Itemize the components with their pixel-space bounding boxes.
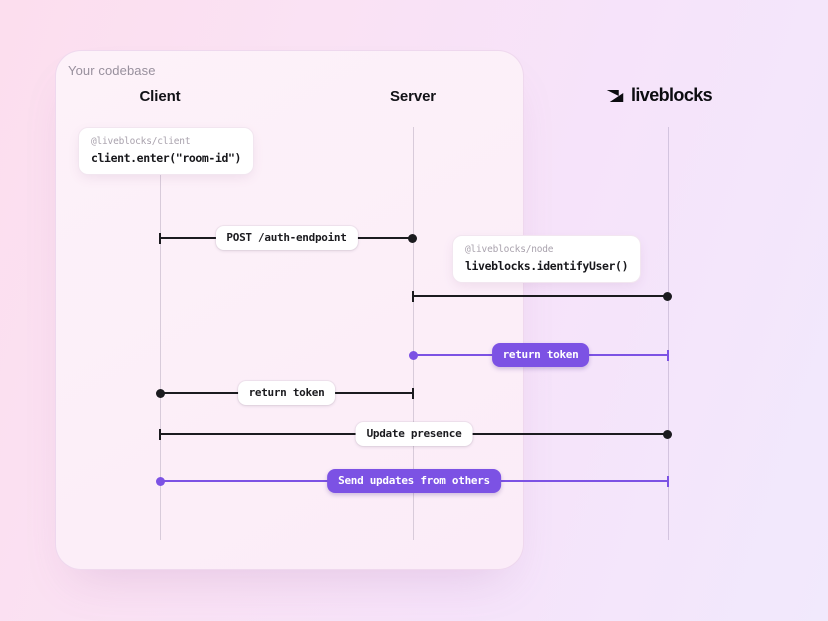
arrow-label-pill: Update presence [355, 422, 473, 446]
lifeline-client [160, 127, 161, 540]
lifeline-server [413, 127, 414, 540]
code-card-node: @liveblocks/node liveblocks.identifyUser… [452, 235, 642, 283]
liveblocks-logo-icon [606, 89, 624, 102]
liveblocks-logo: liveblocks [606, 85, 713, 106]
arrow-label-pill: return token [491, 343, 590, 367]
arrow-end-dot [408, 233, 417, 243]
arrow-start-tick [667, 349, 669, 361]
arrow-end-dot [663, 291, 672, 301]
arrow-start-tick [667, 475, 669, 487]
arrow-end-dot [663, 429, 672, 439]
arrow-label-pill: POST /auth-endpoint [215, 226, 358, 250]
column-header-server: Server [389, 88, 437, 105]
code-snippet: liveblocks.identifyUser() [465, 259, 629, 273]
arrow-end-dot [156, 476, 165, 486]
arrow-line [413, 295, 668, 297]
arrow-label-pill: return token [237, 381, 336, 405]
codebase-label: Your codebase [68, 63, 156, 78]
column-header-client: Client [139, 88, 181, 105]
arrow-start-tick [159, 428, 161, 440]
package-label: @liveblocks/node [465, 244, 554, 255]
liveblocks-logo-text: liveblocks [631, 85, 713, 105]
arrow-start-tick [412, 290, 414, 302]
arrow-end-dot [156, 388, 165, 398]
arrow-start-tick [159, 232, 161, 244]
package-label: @liveblocks/client [91, 136, 191, 147]
arrow-start-tick [412, 387, 414, 399]
code-snippet: client.enter("room-id") [91, 151, 242, 165]
lifeline-liveblocks [668, 127, 669, 540]
arrow-label-pill: Send updates from others [327, 469, 501, 493]
code-card-client: @liveblocks/client client.enter("room-id… [78, 127, 255, 175]
arrow-end-dot [409, 350, 418, 360]
